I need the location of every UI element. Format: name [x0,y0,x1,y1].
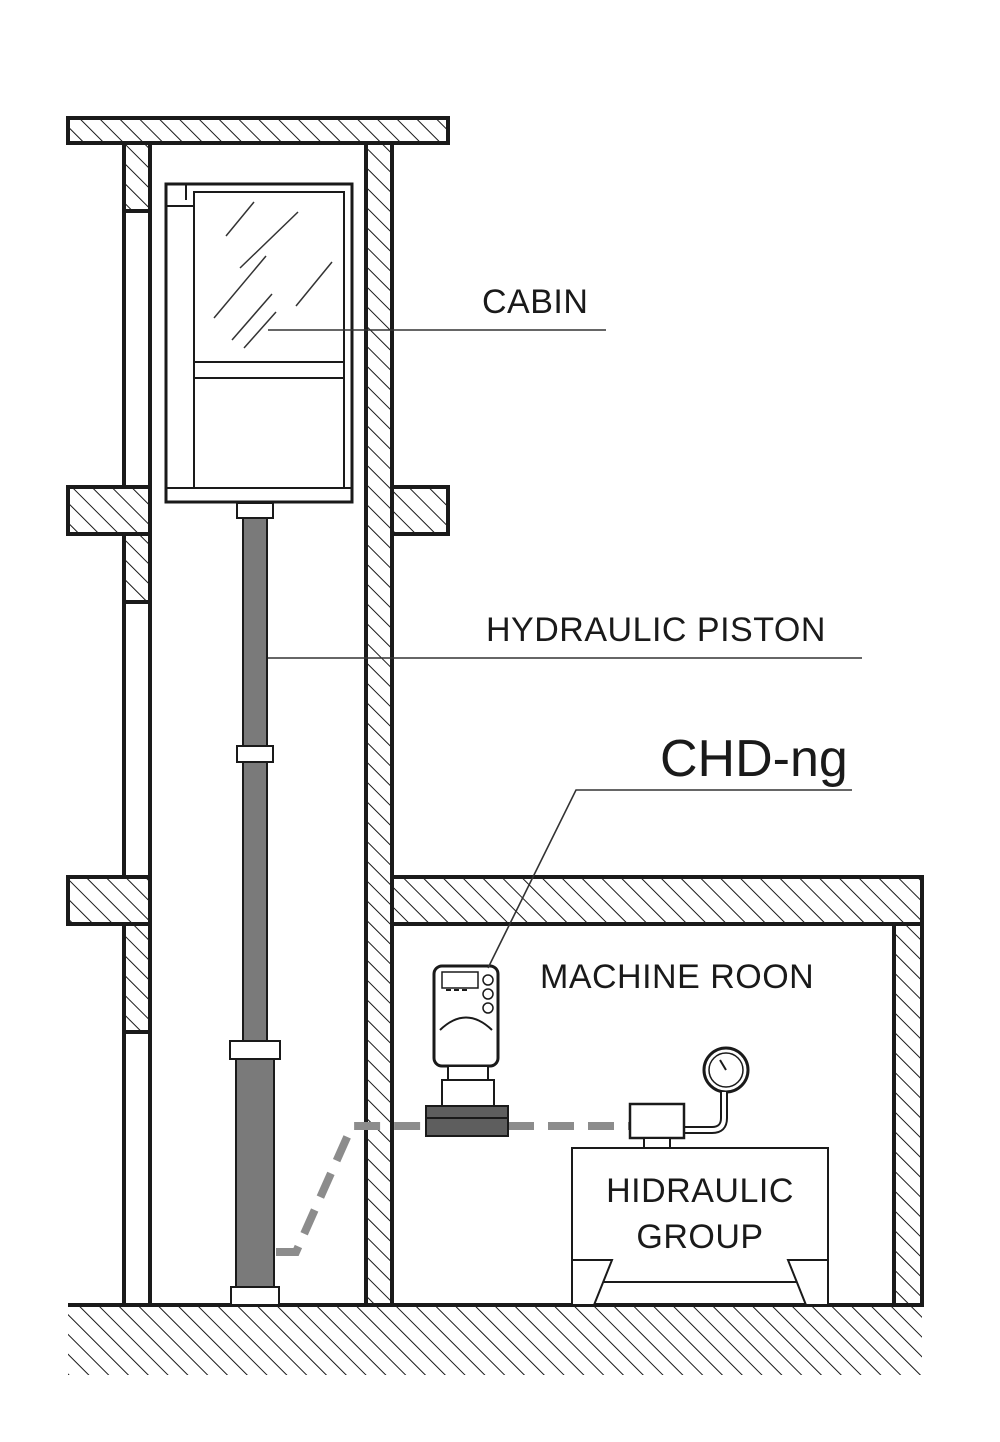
machine-room-right-wall [892,922,924,1307]
hydraulic-group-label-line1: HIDRAULIC [606,1172,794,1210]
oil-pipe [276,1122,630,1256]
chd-ng-label: CHD-ng [660,730,848,788]
machine-room-label: MACHINE ROON [540,958,814,996]
building-structure [66,116,924,1375]
cabin [164,182,354,504]
machine-room-ceiling [390,875,924,926]
cabin-label: CABIN [482,283,588,321]
hydraulic-group [571,1147,829,1306]
right-wall-upper [364,141,394,1307]
pressure-gauge [628,1046,750,1149]
hydraulic-piston-label: HYDRAULIC PISTON [486,611,826,649]
left-wall-upper [122,141,152,213]
left-wall-mid [122,532,152,604]
ground-slab [68,1305,922,1375]
leader-lines [268,329,862,969]
glass-reflection [213,201,333,349]
right-floor-stub-2 [390,485,450,536]
chd-ng-device [425,964,509,1137]
left-wall-lower [122,922,152,1034]
top-slab [66,116,450,145]
floor-slab-2 [66,485,152,536]
hydraulic-piston [229,502,281,1306]
hydraulic-group-label-line2: GROUP [636,1218,763,1256]
floor-slab-1 [66,875,152,926]
